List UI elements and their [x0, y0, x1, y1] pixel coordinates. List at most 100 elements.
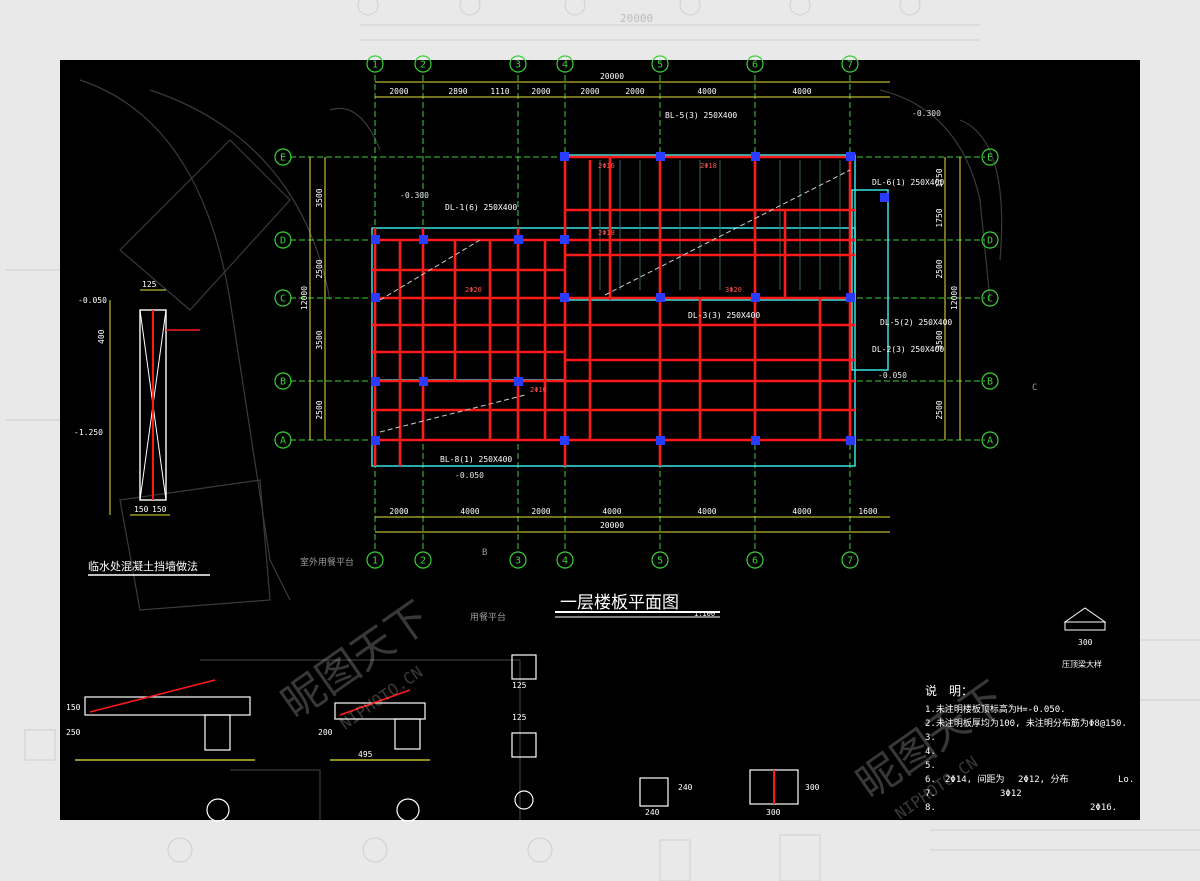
- note-line: 8.: [925, 803, 936, 813]
- row-axis-right-B-label: B: [987, 377, 993, 388]
- top-dimension: 2890: [448, 87, 467, 96]
- bottom-beam-sections: [75, 654, 799, 807]
- col-axis-top-3-label: 3: [515, 60, 521, 71]
- col-axis-top-2-label: 2: [420, 60, 426, 71]
- level-mark: -0.300: [400, 191, 429, 200]
- beam-label: DL-2(3) 250X400: [872, 345, 944, 354]
- note-line: 3.: [925, 733, 936, 743]
- bottom-dimension: 4000: [697, 507, 716, 516]
- col-axis-bottom-6-circle: [746, 551, 764, 569]
- bg-dimension-top: 20000: [620, 12, 653, 25]
- col-axis-bottom-2-circle: [414, 551, 432, 569]
- beam-annotations: BL-5(3) 250X400 DL-1(6) 250X400 DL-3(3) …: [440, 111, 952, 464]
- top-dimension: 4000: [697, 87, 716, 96]
- row-axis-left-C-label: C: [280, 294, 286, 305]
- col-axis-top-4-label: 4: [562, 60, 568, 71]
- row-axis-right-C-label: C: [987, 294, 993, 305]
- beam-label: BL-5(3) 250X400: [665, 111, 737, 120]
- section-mark-b: B: [482, 548, 487, 558]
- bar-label: 2Φ18: [598, 229, 615, 237]
- row-axis-left-D-label: D: [280, 236, 286, 247]
- plan-title: 一层楼板平面图: [560, 593, 679, 613]
- overall-dimension-bottom: 20000: [600, 521, 624, 530]
- col-axis-bottom-7-label: 7: [847, 556, 853, 567]
- note-fragment: Lo.: [1118, 775, 1134, 785]
- col-axis-bottom-3-label: 3: [515, 556, 521, 567]
- col-axis-top-4-circle: [556, 55, 574, 73]
- wall-detail-dim: 125: [142, 280, 157, 289]
- note-line: 4.: [925, 747, 936, 757]
- row-axis-left-A-label: A: [280, 436, 286, 447]
- bar-label: 2Φ16: [598, 162, 615, 170]
- row-axis-right-B-circle: [981, 372, 999, 390]
- bar-label: 2Φ16: [530, 386, 547, 394]
- row-axis-right-A-circle: [981, 431, 999, 449]
- col-axis-top-1-label: 1: [372, 60, 378, 71]
- note-line: 5.: [925, 761, 936, 771]
- bottom-dimension: 4000: [602, 507, 621, 516]
- beam-label: DL-5(2) 250X400: [880, 318, 952, 327]
- section-dim: 300: [805, 783, 820, 792]
- wall-detail-caption: 临水处混凝土挡墙做法: [88, 559, 198, 573]
- col-axis-bottom-6-label: 6: [752, 556, 758, 567]
- bar-label: 3Φ20: [725, 286, 742, 294]
- col-axis-bottom-3-circle: [509, 551, 527, 569]
- left-dimension: 2500: [315, 400, 324, 419]
- col-axis-top-5-circle: [651, 55, 669, 73]
- col-axis-bottom-2-label: 2: [420, 556, 426, 567]
- dimension-lines: [309, 81, 961, 533]
- row-axis-left-B-circle: [274, 372, 292, 390]
- top-dimension: 2000: [625, 87, 644, 96]
- col-axis-top-6-circle: [746, 55, 764, 73]
- section-mark-c: C: [1032, 383, 1037, 393]
- note-line: 1.未注明楼板顶标高为H=-0.050.: [925, 703, 1066, 715]
- note-fragment: 2Φ12, 分布: [1018, 773, 1069, 785]
- section-dim: 150: [66, 703, 81, 712]
- terrace-label-2: 用餐平台: [470, 611, 506, 623]
- bottom-dimension: 2000: [531, 507, 550, 516]
- section-dim: 250: [66, 728, 81, 737]
- coping-label: 压顶梁大样: [1062, 659, 1102, 669]
- column-markers: [371, 152, 889, 445]
- bottom-dimension: 4000: [792, 507, 811, 516]
- coping-dim: 300: [1078, 638, 1093, 647]
- top-dimension: 2000: [389, 87, 408, 96]
- top-dimension: 2000: [531, 87, 550, 96]
- col-axis-top-6-label: 6: [752, 60, 758, 71]
- row-axis-left-B-label: B: [280, 377, 286, 388]
- beam-label: DL-3(3) 250X400: [688, 311, 760, 320]
- col-axis-top-7-circle: [841, 55, 859, 73]
- notes-block: 说 明： 1.未注明楼板顶标高为H=-0.050. 2.未注明板厚均为100, …: [925, 683, 1134, 813]
- right-total-dimension: 12000: [950, 286, 959, 310]
- row-axis-right-D-circle: [981, 231, 999, 249]
- col-axis-bottom-5-circle: [651, 551, 669, 569]
- section-bubbles: [206, 790, 534, 822]
- section-dim: 125: [512, 713, 527, 722]
- wall-detail-dim: 400: [97, 329, 106, 344]
- row-axis-right-E-label: E: [987, 153, 993, 164]
- top-dimension: 2000: [580, 87, 599, 96]
- bottom-dimension: 2000: [389, 507, 408, 516]
- note-fragment: 3Φ12: [1000, 789, 1022, 799]
- col-axis-bottom-1-label: 1: [372, 556, 378, 567]
- col-axis-bottom-5-label: 5: [657, 556, 663, 567]
- col-axis-top-7-label: 7: [847, 60, 853, 71]
- left-dimension: 3500: [315, 330, 324, 349]
- left-dimension: 2500: [315, 259, 324, 278]
- col-axis-top-2-circle: [414, 55, 432, 73]
- col-axis-bottom-7-circle: [841, 551, 859, 569]
- hatched-slab-zone: [599, 160, 841, 290]
- row-axis-left-D-circle: [274, 231, 292, 249]
- beam-label: DL-6(1) 250X400: [872, 178, 944, 187]
- section-dim: 300: [766, 808, 781, 817]
- top-dimension: 4000: [792, 87, 811, 96]
- rebar-annotations: 2Φ16 2Φ18 3Φ20 2Φ20 2Φ16 2Φ18: [465, 162, 742, 394]
- bar-label: 2Φ20: [465, 286, 482, 294]
- wall-detail-dim: 150: [152, 505, 167, 514]
- row-axis-left-E-label: E: [280, 153, 286, 164]
- section-dim: 125: [512, 681, 527, 690]
- left-total-dimension: 12000: [300, 286, 309, 310]
